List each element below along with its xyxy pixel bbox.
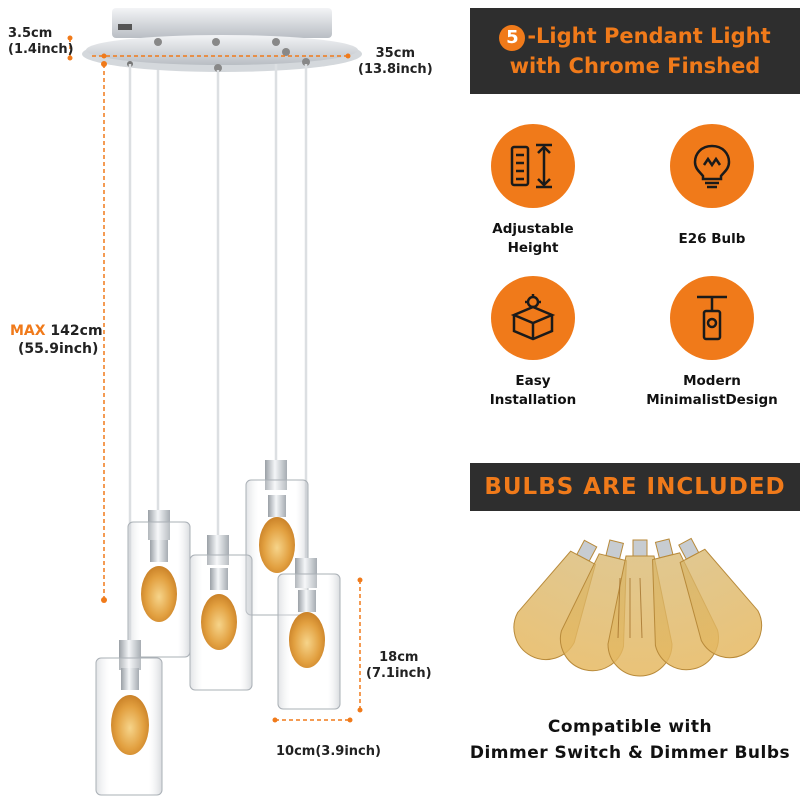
max-prefix: MAX xyxy=(10,323,46,339)
light-count-badge: 5 xyxy=(499,25,526,51)
dimension-lines xyxy=(69,38,361,721)
adjustable-height-icon xyxy=(510,143,552,189)
shade-width-label: 10cm(3.9inch) xyxy=(276,744,381,759)
feature-e26-bulb: E26 Bulb xyxy=(632,124,792,249)
pendant-light-illustration xyxy=(67,8,363,796)
max-length-label: MAX 142cm (55.9inch) xyxy=(10,323,103,357)
installation-box-icon xyxy=(510,294,556,341)
lamp-back-left xyxy=(127,510,191,658)
feature-easy-installation: Easy Installation xyxy=(453,276,613,410)
bulbs-included-banner: BULBS ARE INCLUDED xyxy=(470,463,800,511)
feature-adjustable-height: Adjustable Height xyxy=(453,124,613,258)
lamp-front-right xyxy=(277,558,341,710)
title-line-2: with Chrome Finshed xyxy=(509,54,761,78)
canopy-width-label: 35cm (13.8inch) xyxy=(358,46,433,77)
product-title-banner: 5-Light Pendant Light with Chrome Finshe… xyxy=(470,8,800,94)
cords xyxy=(128,64,308,640)
shade-height-label: 18cm (7.1inch) xyxy=(366,650,432,681)
compatibility-text: Compatible with Dimmer Switch & Dimmer B… xyxy=(469,717,791,763)
canopy xyxy=(82,8,362,72)
pendant-lamp-icon xyxy=(697,295,727,341)
lamp-front-left xyxy=(95,640,163,796)
lamp-center xyxy=(189,535,253,691)
canopy-height-label: 3.5cm (1.4inch) xyxy=(8,26,74,57)
title-line-1: -Light Pendant Light xyxy=(527,24,771,48)
bulb-icon xyxy=(693,144,731,189)
feature-modern-design: Modern MinimalistDesign xyxy=(632,276,792,410)
bulbs-illustration xyxy=(513,537,763,677)
